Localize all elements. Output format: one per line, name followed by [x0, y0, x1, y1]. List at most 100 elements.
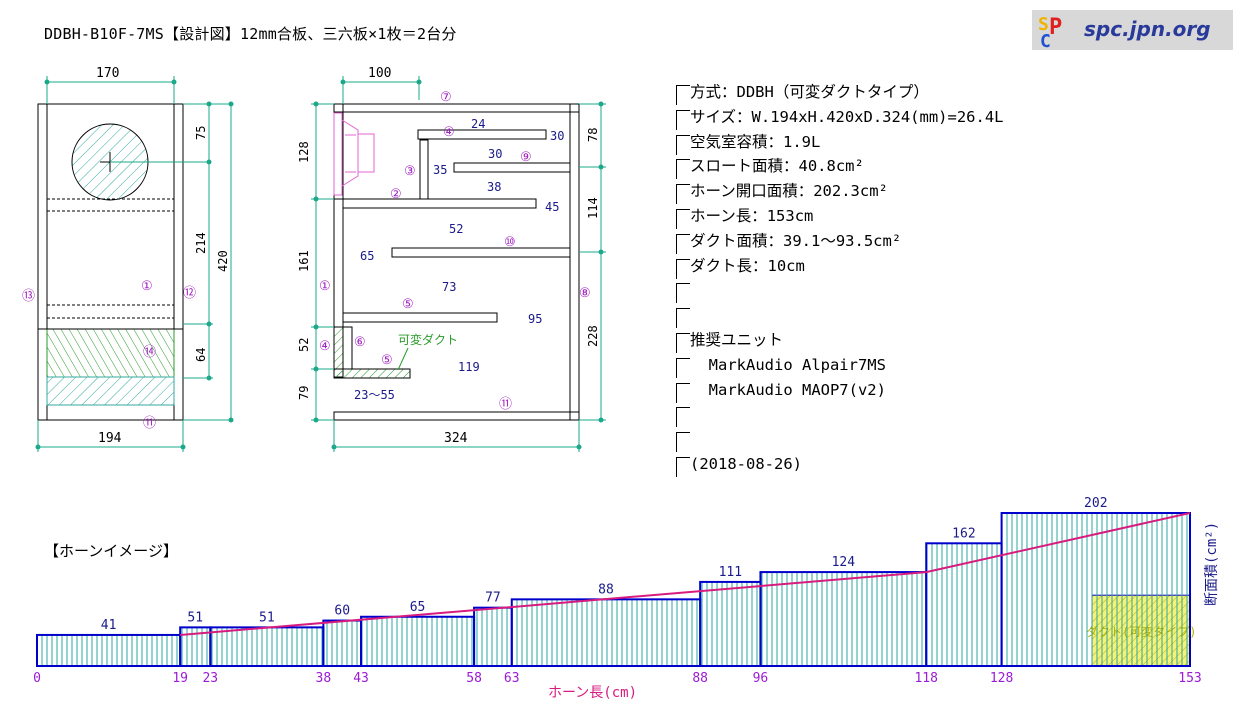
horn-bar-6	[473, 606, 513, 668]
side-part6	[342, 326, 353, 370]
x-tick-88: 88	[692, 671, 708, 686]
spec-throat-area: スロート面積：40.8cm²	[676, 154, 1004, 180]
dim-dot	[171, 79, 177, 85]
horn-bar-7	[510, 598, 702, 668]
dim-dot	[576, 444, 582, 450]
side-view: 100 324 128 161 52 79 78 114 22	[297, 66, 606, 452]
site-logo[interactable]: S P C spc.jpn.org	[1032, 10, 1233, 50]
dim-dot	[598, 164, 604, 170]
spec-mouth-area: ホーン開口面積：202.3cm²	[676, 179, 1004, 204]
dim-52: 52	[297, 338, 311, 352]
label-p8: ⑧	[579, 286, 591, 301]
dim-170: 170	[96, 66, 119, 81]
side-baffle-lower	[333, 198, 344, 328]
duct-region: ダクト(可変タイプ)	[1086, 594, 1196, 667]
side-back-panel	[569, 103, 580, 421]
dim-64: 64	[194, 348, 208, 362]
label-p5a: ⑤	[402, 297, 414, 312]
dim-dot	[331, 444, 337, 450]
speaker-unit	[333, 112, 375, 196]
label-p3: ③	[404, 164, 416, 179]
spec-method: 方式：DDBH（可変ダクトタイプ）	[676, 80, 1004, 105]
dim-228: 228	[586, 325, 600, 347]
horn-bar-10	[925, 542, 1003, 668]
spec-date: (2018-08-26)	[676, 452, 1004, 477]
value-label-1: 41	[101, 618, 117, 633]
value-label-2: 51	[187, 610, 203, 625]
dim-dot	[206, 101, 212, 107]
variable-duct-label: 可変ダクト	[398, 332, 458, 347]
board-10	[391, 247, 571, 258]
spec-unit-2: MarkAudio MAOP7(v2)	[676, 378, 1004, 403]
dim-114: 114	[586, 197, 600, 219]
speaker-frame	[333, 112, 343, 196]
dim-dot	[228, 101, 234, 107]
horn-image-label: 【ホーンイメージ】	[44, 542, 178, 560]
area-119: 119	[458, 360, 480, 374]
dim-dot	[313, 101, 319, 107]
label-p7: ⑦	[440, 90, 452, 105]
spec-air-chamber: 空気室容積：1.9L	[676, 130, 1004, 155]
dim-100: 100	[368, 66, 391, 81]
value-label-10: 162	[952, 526, 975, 541]
board-9	[453, 162, 571, 173]
dim-dot	[313, 196, 319, 202]
dim-79: 79	[297, 386, 311, 400]
x-tick-118: 118	[914, 671, 937, 686]
label-p1-side: ①	[319, 279, 331, 294]
x-tick-58: 58	[466, 671, 482, 686]
area-trend-line	[180, 512, 1191, 636]
dim-dot	[598, 101, 604, 107]
duct-rect	[1091, 594, 1191, 667]
label-p9: ⑨	[520, 150, 532, 165]
label-p5b: ⑤	[381, 353, 393, 368]
value-label-8: 111	[719, 565, 742, 580]
label-p6: ⑥	[354, 335, 366, 350]
x-tick-63: 63	[504, 671, 520, 686]
logo-text: spc.jpn.org	[1084, 17, 1211, 41]
label-p11: ⑪	[143, 416, 156, 431]
horn-bar-1	[36, 633, 182, 668]
speaker-hole	[71, 123, 149, 201]
speaker-cone	[341, 119, 359, 187]
area-30a: 30	[550, 129, 564, 143]
dim-dot	[206, 321, 212, 327]
label-p10: ⑩	[504, 235, 516, 250]
front-lower-panel	[46, 376, 175, 406]
x-tick-19: 19	[172, 671, 188, 686]
dim-214: 214	[194, 232, 208, 254]
board-2	[342, 198, 537, 209]
dim-dot	[313, 366, 319, 372]
dim-420: 420	[216, 250, 230, 272]
dim-324: 324	[444, 431, 468, 446]
front-outline	[37, 103, 184, 421]
spec-unit-1: MarkAudio Alpair7MS	[676, 353, 1004, 378]
value-label-4: 60	[334, 604, 350, 619]
area-24: 24	[471, 117, 485, 131]
dim-dot	[598, 249, 604, 255]
page-title: DDBH-B10F-7MS【設計図】12mm合板、三六板×1枚＝2台分	[44, 25, 457, 43]
x-tick-0: 0	[33, 671, 41, 686]
x-tick-153: 153	[1178, 671, 1201, 686]
label-p13: ⑬	[22, 289, 35, 304]
dim-dot	[35, 444, 41, 450]
label-p12: ⑫	[183, 286, 196, 301]
spec-size: サイズ：W.194xH.420xD.324(mm)=26.4L	[676, 105, 1004, 130]
dim-dot	[44, 79, 50, 85]
dim-78: 78	[586, 128, 600, 142]
value-label-7: 88	[598, 582, 614, 597]
value-label-6: 77	[485, 591, 501, 606]
area-52: 52	[449, 222, 463, 236]
area-73: 73	[442, 280, 456, 294]
x-tick-38: 38	[316, 671, 332, 686]
dim-dot	[313, 324, 319, 330]
x-tick-128: 128	[990, 671, 1013, 686]
value-label-3: 51	[259, 610, 275, 625]
x-tick-23: 23	[202, 671, 218, 686]
front-view: 170 194 75 214 64 420 ① ⑬ ⑫ ⑭ ⑪	[22, 66, 234, 452]
area-45: 45	[545, 200, 559, 214]
side-bottom-panel	[333, 411, 580, 421]
svg-text:C: C	[1040, 31, 1051, 50]
svg-text:S: S	[1038, 14, 1049, 35]
